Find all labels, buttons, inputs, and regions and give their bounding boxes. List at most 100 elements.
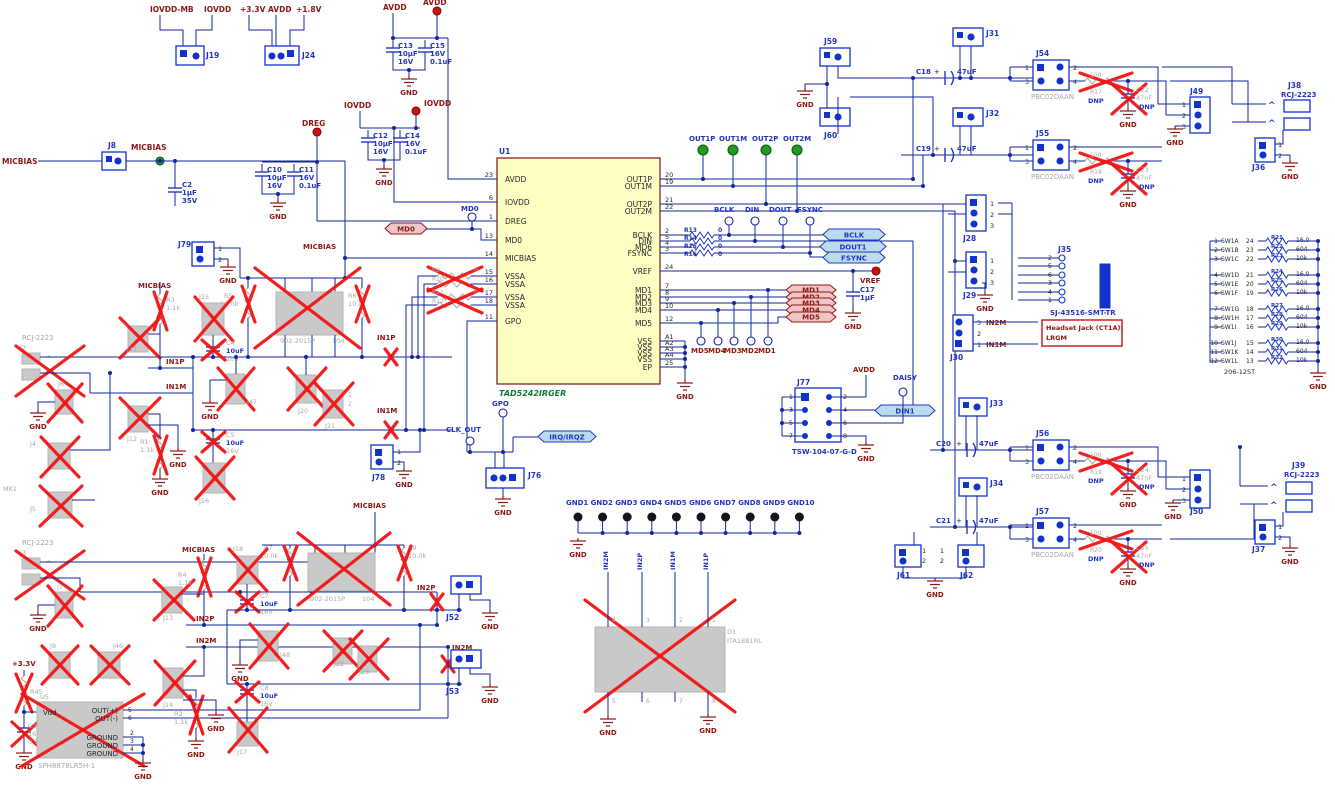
connector-pin (955, 318, 963, 326)
gnd-label: GND (375, 179, 393, 187)
connector-body (957, 544, 985, 568)
connector-pin1 (963, 482, 969, 488)
net-tag-IRQ/IRQZ (537, 430, 597, 443)
label-C13: C13 (398, 42, 413, 50)
label-J35: J35 (1057, 245, 1071, 254)
wire (447, 38, 497, 180)
junction (1316, 273, 1320, 277)
net-tag-label-IRQ/IRQZ: IRQ/IRQZ (549, 434, 585, 442)
red-x-mark (322, 629, 364, 673)
label-1: 1 (977, 341, 981, 349)
red-x-mark (1110, 540, 1148, 574)
u1-pin-number: 13 (485, 232, 493, 240)
testpoint (647, 512, 657, 522)
label-10uF: 10uF (260, 692, 278, 700)
testpoint (465, 436, 475, 446)
label-DREG: DREG (302, 119, 325, 128)
label-J7: J7 (56, 583, 63, 591)
label-R20: R20 (1090, 547, 1102, 554)
u1-pin-name: EP (643, 363, 653, 372)
label-J32: J32 (985, 109, 999, 118)
wire (1115, 80, 1190, 116)
red-x-mark (10, 720, 40, 748)
label-MK1: MK1 (3, 485, 17, 493)
label-16V: 16V (226, 355, 239, 363)
red-x-mark (429, 592, 445, 612)
connector-pin (1037, 77, 1045, 85)
label-RCJ-2223: RCJ-2223 (22, 334, 54, 342)
resistor (1265, 280, 1289, 288)
testpoint (898, 387, 908, 397)
resistor-ref: R28 (1271, 312, 1283, 318)
jack-pin (1058, 254, 1066, 262)
label-3: 3 (990, 222, 994, 230)
connector-pin1 (180, 50, 187, 57)
net-tag-label-BCLK: BCLK (844, 232, 865, 240)
dip-pin: 10 (1210, 340, 1218, 347)
wire (1275, 536, 1291, 545)
junction (457, 608, 461, 612)
label-IN1M: IN1M (986, 341, 1006, 349)
net-tag-MD5 (785, 311, 837, 323)
label-J23: J23 (358, 668, 369, 676)
red-x-mark (152, 290, 169, 332)
wire (469, 594, 491, 610)
label-J47: J47 (246, 398, 257, 406)
resistor-ref: R31 (1271, 346, 1283, 352)
connector-pin (192, 52, 200, 60)
u1-pin-number: 16 (485, 276, 493, 284)
label-Vdd: Vdd (43, 709, 57, 717)
label-R10: R10 (432, 276, 444, 283)
u1-pin-name: OUT2M (625, 207, 652, 216)
label-4: 4 (612, 617, 616, 624)
connector-pin (1037, 157, 1045, 165)
label-^: ^ (45, 560, 53, 570)
dip-pin-opp: 17 (1246, 315, 1254, 322)
u1-pin-number: 14 (485, 250, 493, 258)
label-DNP: DNP (1088, 555, 1104, 563)
wire (912, 241, 935, 411)
label-+: + (956, 517, 962, 525)
label-PBC02DAAN: PBC02DAAN (1031, 551, 1074, 559)
connector-pin (970, 209, 978, 217)
label-1.1k: 1.1k (140, 446, 154, 454)
red-x-mark (46, 584, 84, 628)
label-C18: C18 (916, 68, 931, 76)
wire (1162, 66, 1233, 104)
label-R18: R18 (1090, 169, 1102, 176)
connector-pin (1056, 521, 1064, 529)
jack-pin (1058, 271, 1066, 279)
j77-pin-number: 4 (843, 406, 847, 414)
label-J6: J6 (57, 380, 64, 388)
red-x-mark (188, 694, 205, 736)
u1-pin-number: A3 (665, 345, 674, 353)
gnd-label: GND (844, 323, 862, 331)
label-U1: U1 (499, 147, 510, 156)
connector-pin1 (970, 199, 977, 206)
resistor-ref: R24 (1271, 269, 1283, 275)
label-R45: R45 (30, 688, 43, 696)
junction (234, 355, 238, 359)
junction (749, 295, 753, 299)
gnd-testpoint-label: GND9 (763, 499, 785, 507)
connector-pin (455, 655, 463, 663)
connector-pin (375, 458, 383, 466)
label-1: 1 (922, 547, 926, 555)
label-C19: C19 (916, 145, 931, 153)
red-x-mark (14, 549, 86, 601)
junction (683, 345, 687, 349)
label-IOVDD: IOVDD (204, 5, 231, 14)
label-DNP: DNP (1139, 183, 1155, 191)
label-MD4: MD4 (708, 347, 726, 355)
wire (183, 689, 197, 698)
gnd-label: GND (187, 751, 205, 759)
j77-pin-number: 8 (843, 432, 847, 440)
gnd-testpoint-label: GND8 (738, 499, 760, 507)
connector-body (101, 151, 127, 171)
red-x-mark (354, 284, 371, 324)
junction (953, 259, 957, 263)
wire (248, 15, 273, 46)
label-R9: R9 (432, 267, 440, 274)
j77-pin-number: 3 (789, 406, 793, 414)
gnd-label: GND (169, 461, 187, 469)
